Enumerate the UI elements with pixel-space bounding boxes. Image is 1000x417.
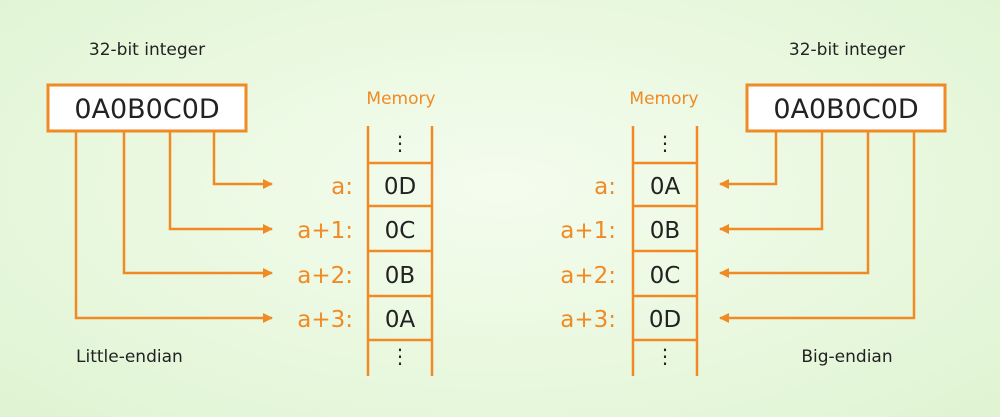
memory-byte: 0C [650, 263, 681, 289]
big-endian-value-box [745, 83, 947, 133]
connector-arrow [212, 131, 273, 189]
memory-byte: 0B [385, 263, 415, 289]
little-endian-value: 0A0B0C0D [74, 94, 219, 125]
memory-address: a+2: [560, 263, 616, 289]
big-endian-value: 0A0B0C0D [773, 94, 918, 125]
little-endian-ellipsis-top: ⋮ [390, 131, 410, 155]
big-endian-memory-column [631, 126, 699, 376]
memory-address: a+1: [560, 218, 616, 244]
memory-byte: 0A [650, 174, 681, 200]
memory-address: a: [331, 174, 353, 200]
memory-byte: 0B [650, 218, 680, 244]
little-endian-title: Little-endian [76, 347, 183, 367]
memory-address: a+1: [297, 218, 353, 244]
big-endian-ellipsis-top: ⋮ [655, 131, 675, 155]
connector-arrow [719, 131, 870, 278]
memory-address: a+3: [560, 307, 616, 333]
memory-byte: 0D [649, 307, 681, 333]
connector-arrow [168, 131, 273, 234]
memory-byte: 0A [385, 307, 416, 333]
big-endian-caption: 32-bit integer [789, 40, 905, 60]
big-endian-memory-label: Memory [629, 89, 698, 109]
memory-byte: 0D [384, 174, 416, 200]
little-endian-caption: 32-bit integer [89, 40, 205, 60]
memory-address: a+2: [297, 263, 353, 289]
little-endian-memory-label: Memory [366, 89, 435, 109]
big-endian-title: Big-endian [801, 347, 892, 367]
connector-arrow [122, 131, 273, 278]
little-endian-ellipsis-bottom: ⋮ [390, 344, 410, 368]
little-endian-memory-column [366, 126, 434, 376]
connector-arrow [719, 131, 778, 189]
connector-arrow [719, 131, 824, 234]
big-endian-panel: 32-bit integer 0A0B0C0D Memory ⋮ ⋮ 0A 0B… [560, 40, 947, 376]
memory-byte: 0C [385, 218, 416, 244]
memory-address: a+3: [297, 307, 353, 333]
big-endian-ellipsis-bottom: ⋮ [655, 344, 675, 368]
little-endian-panel: 32-bit integer 0A0B0C0D Memory ⋮ ⋮ 0D 0C… [46, 40, 436, 376]
memory-address: a: [594, 174, 616, 200]
little-endian-value-box [46, 83, 248, 133]
connector-arrow [719, 131, 916, 323]
connector-arrow [74, 131, 273, 323]
